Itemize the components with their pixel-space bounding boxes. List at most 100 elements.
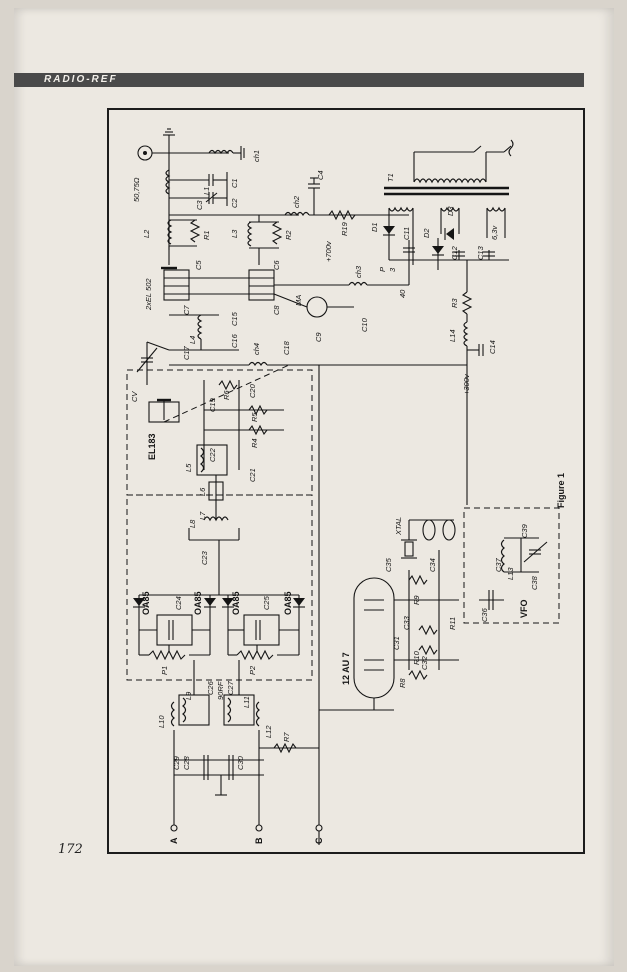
page-number: 172 — [58, 842, 83, 857]
c38-label: C38 — [530, 575, 539, 590]
c33-label: C33 — [402, 615, 411, 630]
l10-label: L10 — [157, 715, 166, 728]
c24-label: C24 — [174, 596, 183, 610]
terminal-b-label: B — [254, 837, 264, 844]
driver-bias-network — [203, 379, 284, 470]
l4-label: L4 — [188, 336, 197, 344]
r8-label: R8 — [398, 678, 407, 688]
d1-diode — [383, 218, 395, 260]
c28-label: C28 — [182, 755, 191, 770]
c39-label: C39 — [520, 523, 529, 538]
l9-label: L9 — [184, 691, 193, 700]
r9-label: R9 — [412, 595, 421, 605]
oa85-label-4: OA85 — [283, 591, 293, 615]
ch3-label: ch3 — [354, 265, 363, 278]
r10-label: R10 — [412, 650, 421, 665]
c9-label: C9 — [314, 332, 323, 342]
pa-tube-label: 2xEL 502 — [144, 278, 153, 311]
antenna-impedance-label: 50,75Ω — [132, 177, 141, 202]
osc-rc-network — [394, 550, 459, 681]
n40-label: 40 — [398, 289, 407, 298]
vfo-label: VFO — [519, 599, 529, 618]
c6-label: C6 — [272, 260, 281, 270]
vfo-circuit — [479, 537, 548, 610]
c37-label: C37 — [494, 557, 503, 572]
c12-label: C12 — [450, 245, 459, 260]
r19-resistor — [328, 209, 356, 221]
d3-diode — [440, 222, 460, 240]
ma-meter — [273, 293, 354, 318]
l6-l7-link — [208, 475, 224, 520]
r4-label: R4 — [250, 438, 259, 448]
cv-label: CV — [130, 391, 139, 402]
c4-capacitor — [308, 177, 320, 215]
c20-label: C20 — [248, 383, 257, 398]
l11-label: L11 — [242, 696, 251, 708]
hv-bus-300 — [318, 364, 468, 845]
c26-label: C26 — [206, 680, 215, 695]
l10-coil — [170, 701, 175, 825]
c13-label: C13 — [476, 245, 485, 260]
oa85-label-3: OA85 — [231, 591, 241, 615]
header-bar — [14, 73, 584, 87]
l8-coil — [188, 516, 240, 541]
p-label: P — [378, 267, 387, 272]
scanned-page — [14, 8, 614, 966]
c18-label: C18 — [282, 340, 291, 355]
ps-filter-bus — [389, 240, 509, 285]
ch3-choke — [274, 281, 409, 287]
l5-label: L5 — [184, 463, 193, 472]
l9-l11-input-coils — [178, 660, 260, 727]
c7-label: C7 — [182, 305, 191, 315]
l3-label: L3 — [230, 229, 239, 238]
c35-label: C35 — [384, 557, 393, 572]
shield-box-multiplier — [126, 494, 313, 681]
schematic-diagram: 50,75Ω ch1 L1 C1 C2 C3 ch2 — [126, 128, 566, 845]
c30-label: C30 — [236, 755, 245, 770]
header-title: RADIO-REF — [44, 74, 118, 85]
c15-label: C15 — [230, 311, 239, 326]
ch1-choke — [208, 146, 245, 160]
l8-label: L8 — [188, 519, 197, 528]
r2-label: R2 — [284, 230, 293, 240]
l3-r2-parasitic — [247, 215, 283, 265]
d2-label: D2 — [422, 228, 431, 238]
c14-label: C14 — [488, 340, 497, 354]
l12-r7 — [258, 730, 319, 825]
oa85-label-1: OA85 — [141, 591, 151, 615]
c1-label: C1 — [230, 178, 239, 188]
shield-box-driver — [126, 369, 313, 496]
ch2-label: ch2 — [292, 195, 301, 208]
c4-label: C4 — [316, 170, 325, 180]
c10-label: C10 — [360, 317, 369, 332]
l6-label: L6 — [198, 487, 207, 496]
cv-variable-capacitor — [136, 341, 170, 385]
r7-label: R7 — [282, 732, 291, 742]
c8-label: C8 — [272, 305, 281, 315]
c34-label: C34 — [428, 558, 437, 572]
osc-tube-label: 12 AU 7 — [341, 652, 351, 685]
c21-label: C21 — [248, 468, 257, 482]
c5-label: C5 — [194, 260, 203, 270]
r3-label: R3 — [450, 298, 459, 308]
terminal-b — [255, 824, 263, 832]
d1-label: D1 — [370, 222, 379, 232]
r3-l14-filter — [461, 260, 484, 365]
ma-label: MA — [294, 295, 303, 306]
terminal-c-label: C — [314, 837, 324, 844]
c23-label: C23 — [200, 550, 209, 565]
crystal — [401, 519, 456, 559]
l1-label: L1 — [202, 187, 211, 195]
driver-tube-label: EL183 — [147, 433, 157, 460]
c27-label: C27 — [226, 680, 235, 695]
c28-c30-capacitors — [174, 755, 264, 796]
c31-label: C31 — [392, 636, 401, 650]
terminal-a — [170, 824, 178, 832]
n3-label: 3 — [388, 267, 397, 272]
r1-label: R1 — [202, 230, 211, 240]
l13-label: L13 — [506, 567, 515, 580]
shield-box-vfo — [463, 507, 560, 624]
l2-label: L2 — [142, 229, 151, 238]
c25-label: C25 — [262, 595, 271, 610]
d2-diode — [432, 238, 444, 270]
